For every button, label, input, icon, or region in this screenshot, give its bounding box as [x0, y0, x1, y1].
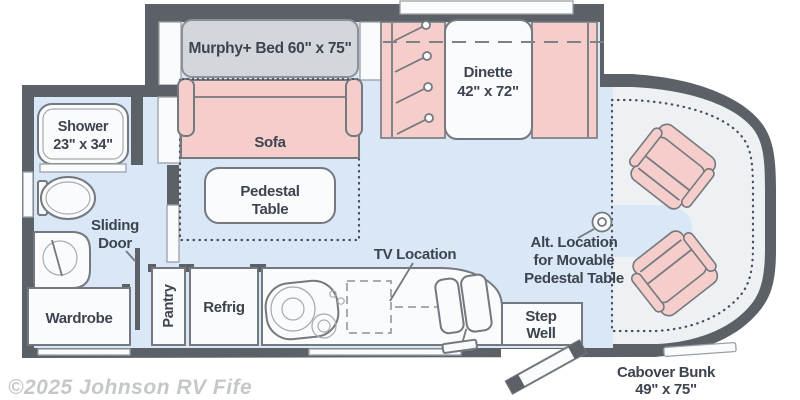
sliding-door: Sliding Door	[91, 217, 140, 330]
dinette-table	[444, 19, 533, 140]
pedestal-table-label-1: Pedestal	[240, 183, 299, 200]
slide-sidewall-west-upper	[158, 21, 182, 86]
dinette-bench-right	[531, 21, 598, 139]
step-well-label-1: Step	[525, 308, 556, 325]
step-well-label-2: Well	[526, 325, 555, 342]
cabover-bunk-label-1: Cabover Bunk	[617, 364, 716, 381]
tv-location-label: TV Location	[374, 246, 457, 263]
sofa: Sofa	[177, 78, 363, 159]
counter-flipup-outline	[346, 280, 392, 334]
dinette-bench-left	[380, 21, 446, 139]
slide-sidewall-east	[359, 21, 382, 81]
alt-location-label-3: Pedestal Table	[524, 270, 624, 287]
bathroom-right-wall	[131, 97, 143, 165]
hall-wall-stub	[167, 165, 179, 205]
step-well: Step Well	[501, 302, 583, 346]
cabover-bunk-outline	[610, 98, 755, 333]
sliding-door-label-1: Sliding	[91, 217, 139, 234]
tv	[434, 273, 493, 354]
toilet	[37, 176, 96, 220]
cab-seat-driver	[630, 230, 719, 317]
sliding-door-panel	[135, 248, 140, 330]
entry-door-opening	[501, 349, 562, 358]
murphy-bed-label: Murphy+ Bed 60" x 75"	[188, 40, 351, 57]
hall-cabinet-strip	[166, 204, 180, 263]
slide-sidewall-west-lower	[157, 96, 181, 164]
cab-seat-passenger	[628, 123, 717, 210]
cabover-bunk-callout: Cabover Bunk 49" x 75"	[617, 364, 716, 398]
sofa-label: Sofa	[254, 134, 286, 151]
shower: Shower 23" x 34"	[37, 103, 129, 173]
sliding-door-label-2: Door	[98, 235, 132, 252]
dinette-label-1: Dinette	[464, 64, 513, 81]
entry-door	[504, 339, 588, 395]
kitchen-sink	[264, 279, 345, 341]
alt-location-label-2: for Movable	[534, 252, 615, 269]
slide-topper-strip	[399, 0, 574, 15]
refrig-label: Refrig	[203, 299, 245, 316]
pantry-label: Pantry	[161, 284, 177, 328]
watermark: ©2025 Johnson RV Fife	[8, 376, 252, 399]
cabover-bunk-label-2: 49" x 75"	[635, 381, 697, 398]
alt-location-label-1: Alt. Location	[531, 234, 618, 251]
window-wardrobe-wall	[37, 348, 131, 356]
dinette: Dinette 42" x 72"	[380, 19, 608, 140]
shower-label-1: Shower	[58, 119, 109, 135]
tv-location-callout: TV Location	[374, 246, 457, 302]
dinette-label-2: 42" x 72"	[457, 83, 519, 100]
pedestal-table-label-2: Table	[252, 201, 289, 218]
refrigerator: Refrig	[186, 264, 259, 346]
pantry: Pantry	[148, 264, 187, 346]
bench-mechanism	[393, 20, 434, 135]
shower-label-2: 23" x 34"	[53, 137, 112, 153]
alt-table-location: Alt. Location for Movable Pedestal Table	[524, 211, 624, 287]
bathroom-sink	[33, 231, 91, 289]
window-kitchen-wall	[308, 348, 462, 356]
pedestal-table: Pedestal Table	[204, 167, 336, 224]
wardrobe: Wardrobe	[26, 284, 131, 346]
cab-wall-marker	[663, 341, 737, 358]
bath-top-wall-extension	[157, 85, 182, 97]
window-left-wall	[22, 171, 34, 218]
murphy-bed: Murphy+ Bed 60" x 75"	[181, 19, 359, 78]
wardrobe-label: Wardrobe	[45, 310, 112, 327]
